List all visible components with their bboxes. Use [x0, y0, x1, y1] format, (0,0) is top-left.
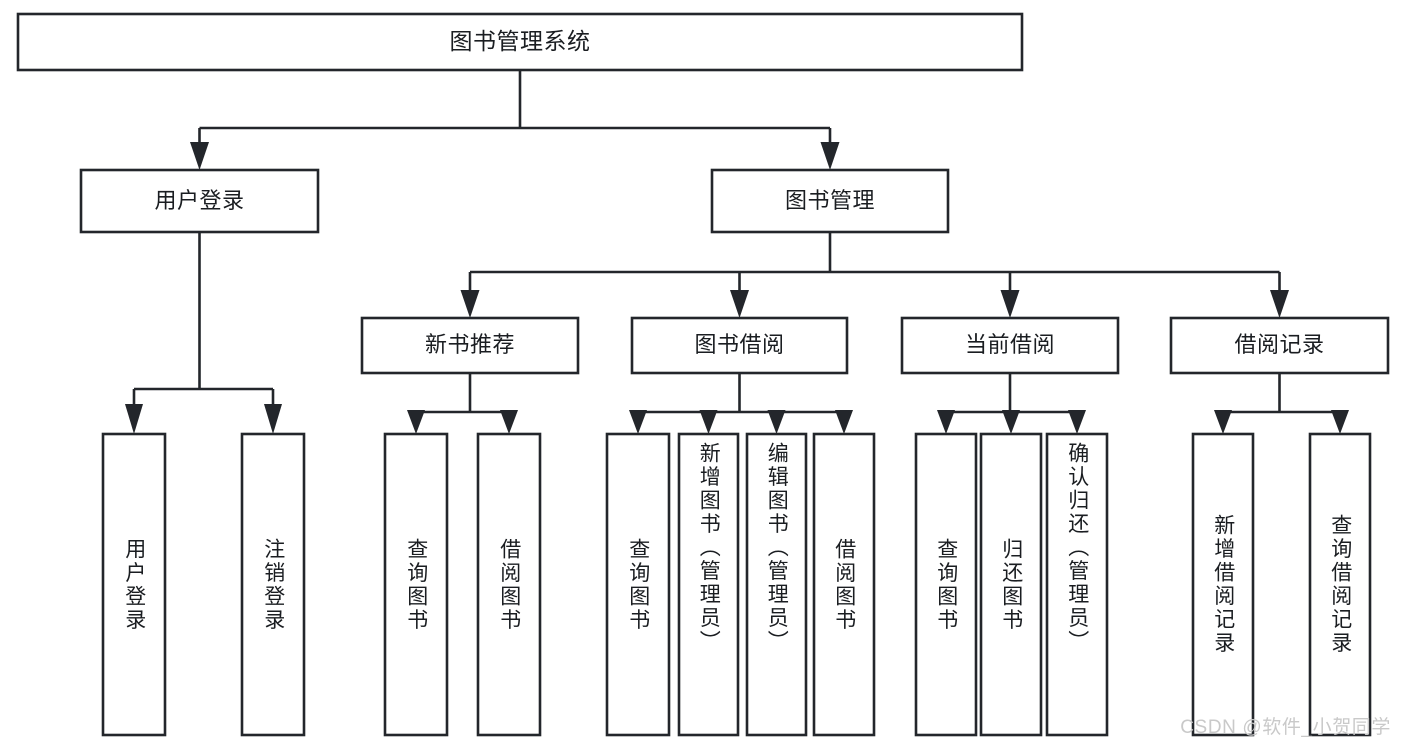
- leaf-box-user-logout[interactable]: [240, 432, 306, 737]
- node-new-book-recommend-box[interactable]: [360, 316, 580, 375]
- node-book-borrow[interactable]: 图书借阅: [630, 316, 849, 375]
- node-book-borrow-box[interactable]: [630, 316, 849, 375]
- node-borrow-record-label: 借阅记录: [1234, 332, 1324, 357]
- connector-group-borrow-record-to-leaves: [1214, 373, 1349, 434]
- arrow-head-leaf-confirm-return: [1068, 410, 1086, 434]
- arrow-head-borrow-record: [1270, 290, 1289, 318]
- node-borrow-record[interactable]: 借阅记录: [1169, 316, 1390, 375]
- node-user-login[interactable]: 用户登录: [79, 168, 320, 234]
- connector-group-book-borrow-to-leaves: [629, 373, 853, 434]
- node-current-borrow[interactable]: 当前借阅: [900, 316, 1120, 375]
- leaf-box-query-book-1[interactable]: [383, 432, 449, 737]
- node-current-borrow-label: 当前借阅: [965, 332, 1055, 357]
- arrow-head-leaf-add-book: [699, 410, 718, 434]
- node-new-book-recommend-label: 新书推荐: [425, 332, 515, 357]
- leaf-box-query-book-2[interactable]: [605, 432, 671, 737]
- leaf-box-edit-book[interactable]: [745, 432, 808, 737]
- node-root-box[interactable]: [16, 12, 1024, 72]
- connector-group-new-book-to-leaves: [407, 373, 518, 434]
- arrow-head-leaf-user-login: [125, 404, 143, 434]
- arrow-head-user-login: [190, 142, 209, 170]
- connector-group-current-borrow-to-leaves: [937, 373, 1086, 434]
- leaf-box-query-record[interactable]: [1308, 432, 1372, 737]
- arrow-head-book-borrow: [730, 290, 749, 318]
- arrow-head-leaf-edit-book: [767, 410, 786, 434]
- connector-group-book-manage-to-level3: [460, 232, 1289, 318]
- leaf-box-query-book-3[interactable]: [914, 432, 978, 737]
- leaf-box-add-book[interactable]: [677, 432, 740, 737]
- arrow-head-leaf-add-record: [1214, 410, 1232, 434]
- leaf-box-confirm-return[interactable]: [1045, 432, 1109, 737]
- node-book-borrow-label: 图书借阅: [694, 332, 784, 357]
- arrow-head-new-book-recommend: [460, 290, 480, 318]
- arrow-head-leaf-user-logout: [264, 404, 282, 434]
- leaf-box-user-login[interactable]: [101, 432, 167, 737]
- node-root-label: 图书管理系统: [450, 28, 591, 54]
- arrow-head-leaf-query-book-1: [407, 410, 425, 434]
- leaf-box-borrow-book-2[interactable]: [812, 432, 876, 737]
- arrow-head-leaf-query-record: [1331, 410, 1349, 434]
- arrow-head-current-borrow: [1000, 290, 1020, 318]
- leaf-box-add-record[interactable]: [1191, 432, 1255, 737]
- arrow-head-leaf-query-book-2: [629, 410, 647, 434]
- watermark: CSDN @软件_小贺同学: [1180, 717, 1391, 738]
- node-user-login-box[interactable]: [79, 168, 320, 234]
- arrow-head-leaf-return-book: [1002, 410, 1020, 434]
- node-new-book-recommend[interactable]: 新书推荐: [360, 316, 580, 375]
- connector-group-user-login-to-leaves: [125, 232, 282, 434]
- arrow-head-leaf-query-book-3: [937, 410, 955, 434]
- node-book-manage-box[interactable]: [710, 168, 950, 234]
- connector-group-root-to-level2: [190, 70, 840, 170]
- leaf-box-return-book[interactable]: [979, 432, 1043, 737]
- node-book-manage-label: 图书管理: [785, 188, 875, 213]
- arrow-head-book-manage: [820, 142, 840, 170]
- node-book-manage[interactable]: 图书管理: [710, 168, 950, 234]
- arrow-head-leaf-borrow-book-2: [835, 410, 853, 434]
- node-current-borrow-box[interactable]: [900, 316, 1120, 375]
- node-root[interactable]: 图书管理系统: [16, 12, 1024, 72]
- arrow-head-leaf-borrow-book-1: [500, 410, 518, 434]
- node-borrow-record-box[interactable]: [1169, 316, 1390, 375]
- leaf-box-borrow-book-1[interactable]: [476, 432, 542, 737]
- node-user-login-label: 用户登录: [154, 188, 244, 213]
- leaf-boxes: [101, 432, 1372, 737]
